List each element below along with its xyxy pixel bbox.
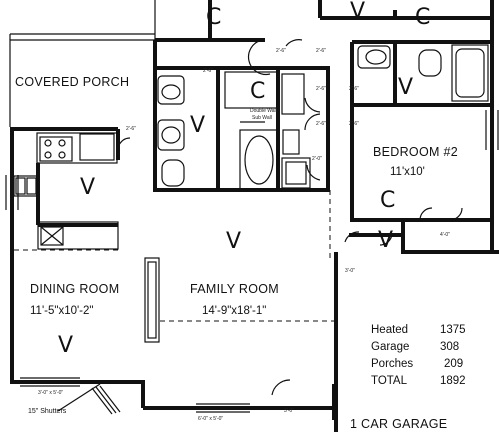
dim-tag: 2'-6" xyxy=(349,121,359,127)
dimension-tags: 2'-6" 2'-6" 2'-6" 2'-6" 2'-6" 2'-6" 2'-6… xyxy=(38,48,450,422)
mark-c: C xyxy=(206,5,221,30)
double-wall-label: Double Wall xyxy=(250,108,277,114)
dim-tag: 2'-6" xyxy=(126,126,136,132)
shutters-note: 15" Shutters xyxy=(28,408,67,415)
area-totals: Heated 1375 Garage 308 Porches 209 TOTAL… xyxy=(371,324,466,387)
covered-porch-label: COVERED PORCH xyxy=(15,75,129,89)
family-room-size: 14'-9"x18'-1" xyxy=(202,305,266,317)
dim-tag: 3'-0" xyxy=(345,268,355,274)
hand-marks: C C V C V V C V V V V xyxy=(58,0,430,358)
mark-v: V xyxy=(190,113,205,138)
totals-value: 209 xyxy=(444,358,463,370)
dim-tag: 2'-6" xyxy=(276,48,286,54)
dim-tag: 2'-6" xyxy=(349,86,359,92)
totals-label: TOTAL xyxy=(371,375,408,387)
mark-v: V xyxy=(226,229,241,254)
totals-value: 308 xyxy=(440,341,459,353)
totals-label: Heated xyxy=(371,324,408,336)
bedroom2-label: BEDROOM #2 xyxy=(373,145,458,159)
dining-room-label: DINING ROOM xyxy=(30,282,119,296)
walls xyxy=(10,0,499,432)
dim-tag: 2'-6" xyxy=(316,121,326,127)
bedroom2-size: 11'x10' xyxy=(390,166,425,178)
dim-tag: 3'-0" xyxy=(284,408,294,414)
dim-tag: 6'-0" x 5'-0" xyxy=(198,416,223,422)
mark-v: V xyxy=(58,333,73,358)
mark-v: V xyxy=(80,175,95,200)
mark-c: C xyxy=(380,188,395,213)
sub-wall-label: Sub Wall xyxy=(252,115,272,121)
garage-label: 1 CAR GARAGE xyxy=(350,417,447,431)
totals-label: Garage xyxy=(371,341,409,353)
totals-value: 1892 xyxy=(440,375,466,387)
mark-c: C xyxy=(250,79,265,104)
dim-tag: 2'-6" xyxy=(316,86,326,92)
totals-label: Porches xyxy=(371,358,413,370)
family-room-label: FAMILY ROOM xyxy=(190,282,279,296)
dim-tag: 2'-6" xyxy=(203,68,213,74)
dim-tag: 4'-0" xyxy=(440,232,450,238)
mark-v: V xyxy=(350,0,365,24)
thin-lines xyxy=(5,0,499,415)
dashed-lines xyxy=(14,190,336,322)
dim-tag: 2'-0" xyxy=(312,156,322,162)
mark-c: C xyxy=(415,5,430,30)
totals-value: 1375 xyxy=(440,324,466,336)
mark-v: V xyxy=(378,228,393,253)
dim-tag: 2'-6" xyxy=(316,48,326,54)
dining-room-size: 11'-5"x10'-2" xyxy=(30,305,94,317)
mark-v: V xyxy=(398,75,413,100)
dim-tag: 3'-0" x 5'-0" xyxy=(38,390,63,396)
